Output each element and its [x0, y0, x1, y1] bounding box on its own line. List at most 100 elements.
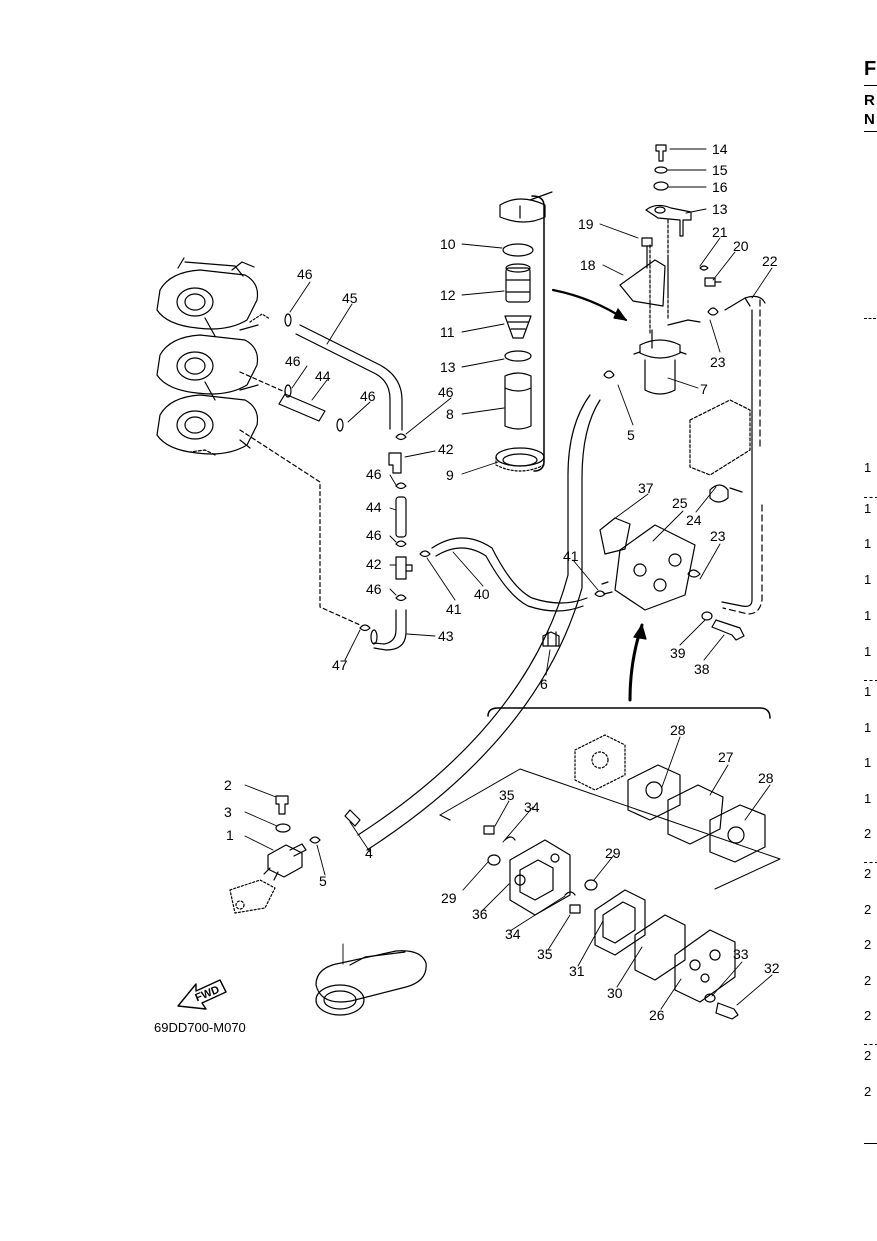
callout-32: 32 [764, 960, 780, 976]
callout-25: 25 [672, 495, 688, 511]
edge-number: 2 [864, 937, 872, 952]
callout-46h: 47 [332, 657, 348, 673]
edge-number: 2 [864, 1084, 872, 1099]
callout-16: 15 [712, 162, 728, 178]
callout-23a: 23 [710, 354, 726, 370]
edge-number: 2 [864, 866, 872, 881]
edge-number: 2 [864, 973, 872, 988]
callout-35a: 35 [499, 787, 515, 803]
joint-42-upper [388, 452, 402, 474]
fuel-joint-1 [267, 843, 307, 878]
fuel-pump-assembly-25 [599, 517, 696, 611]
edge-rule [864, 85, 877, 86]
clip-46-group [284, 313, 407, 632]
edge-rule [864, 1044, 877, 1045]
sleeve-47 [315, 950, 427, 1003]
hose-45 [299, 324, 403, 431]
callout-24: 24 [686, 512, 702, 528]
callout-41b: 41 [563, 548, 579, 564]
edge-number: 2 [864, 1048, 872, 1063]
edge-number: 1 [864, 536, 872, 551]
screw-32 [715, 1002, 739, 1020]
diagram-code: 69DD700-M070 [154, 1020, 246, 1035]
callout-44b: 44 [366, 499, 382, 515]
callout-31: 31 [569, 963, 585, 979]
fwd-arrow [177, 979, 227, 1010]
bracket-14-assembly [619, 144, 722, 336]
hose-4 [357, 394, 591, 836]
valve-29-left [487, 854, 501, 866]
callout-34a: 34 [524, 799, 540, 815]
callout-1: 1 [226, 827, 234, 843]
callout-27: 27 [718, 749, 734, 765]
callout-22: 22 [762, 253, 778, 269]
callout-46c: 46 [360, 388, 376, 404]
edge-number: 1 [864, 501, 872, 516]
callout-3: 3 [224, 804, 232, 820]
edge-row-r: R [864, 92, 875, 109]
callout-40: 40 [474, 586, 490, 602]
callout-7: 7 [700, 381, 708, 397]
edge-number: 1 [864, 608, 872, 623]
callout-12-label: 12 [440, 287, 456, 303]
edge-number: 2 [864, 1008, 872, 1023]
callout-46f: 46 [366, 527, 382, 543]
callout-42a: 42 [438, 441, 454, 457]
callout-29b: 29 [441, 890, 457, 906]
callout-43: 43 [438, 628, 454, 644]
callout-5a: 5 [627, 427, 635, 443]
edge-number: 1 [864, 720, 872, 735]
callout-41a: 41 [446, 601, 462, 617]
callout-2: 2 [224, 777, 232, 793]
callout-30: 30 [607, 985, 623, 1001]
callout-20: 20 [733, 238, 749, 254]
hose-40 [431, 537, 588, 604]
callout-39: 39 [670, 645, 686, 661]
callout-21: 21 [712, 224, 728, 240]
callout-42b: 42 [366, 556, 382, 572]
edge-number: 1 [864, 755, 872, 770]
callout-26: 26 [649, 1007, 665, 1023]
fuel-filter-assembly-7 [633, 319, 701, 395]
edge-number: 2 [864, 826, 872, 841]
callout-4: 4 [365, 845, 373, 861]
edge-rule [864, 131, 877, 132]
callout-5b: 5 [319, 873, 327, 889]
edge-number: 2 [864, 902, 872, 917]
callout-46e: 46 [366, 466, 382, 482]
pump-cover-26 [674, 929, 736, 1003]
callout-28b: 28 [758, 770, 774, 786]
callout-34b: 34 [505, 926, 521, 942]
callout-14: 13 [712, 201, 728, 217]
clip-6 [542, 631, 560, 647]
callout-46a: 46 [297, 266, 313, 282]
pump-body-36 [509, 839, 571, 916]
washer-3 [275, 823, 291, 833]
callout-38: 38 [694, 661, 710, 677]
edge-row-n: N [864, 111, 875, 128]
edge-rule [864, 497, 877, 498]
callout-10: 10 [440, 236, 456, 252]
edge-number: 1 [864, 644, 872, 659]
callout-17: 16 [712, 179, 728, 195]
callout-9: 9 [446, 467, 454, 483]
joint-42-lower [395, 556, 413, 580]
callout-13-visible: 13 [440, 359, 456, 375]
callout-46d: 46 [438, 384, 454, 400]
callout-8: 8 [446, 406, 454, 422]
edge-rule [864, 862, 877, 863]
clip-23-upper [707, 307, 719, 316]
hose-44-upper [278, 393, 326, 422]
callout-18: 18 [580, 257, 596, 273]
callout-29a: 29 [605, 845, 621, 861]
hose-22 [721, 295, 766, 607]
callout-44a: 44 [315, 368, 331, 384]
callout-46g: 46 [366, 581, 382, 597]
edge-number: 1 [864, 791, 872, 806]
callout-35b: 35 [537, 946, 553, 962]
callout-28a: 28 [670, 722, 686, 738]
callout-6: 6 [540, 676, 548, 692]
bolt-2 [275, 795, 289, 815]
edge-number: 1 [864, 572, 872, 587]
